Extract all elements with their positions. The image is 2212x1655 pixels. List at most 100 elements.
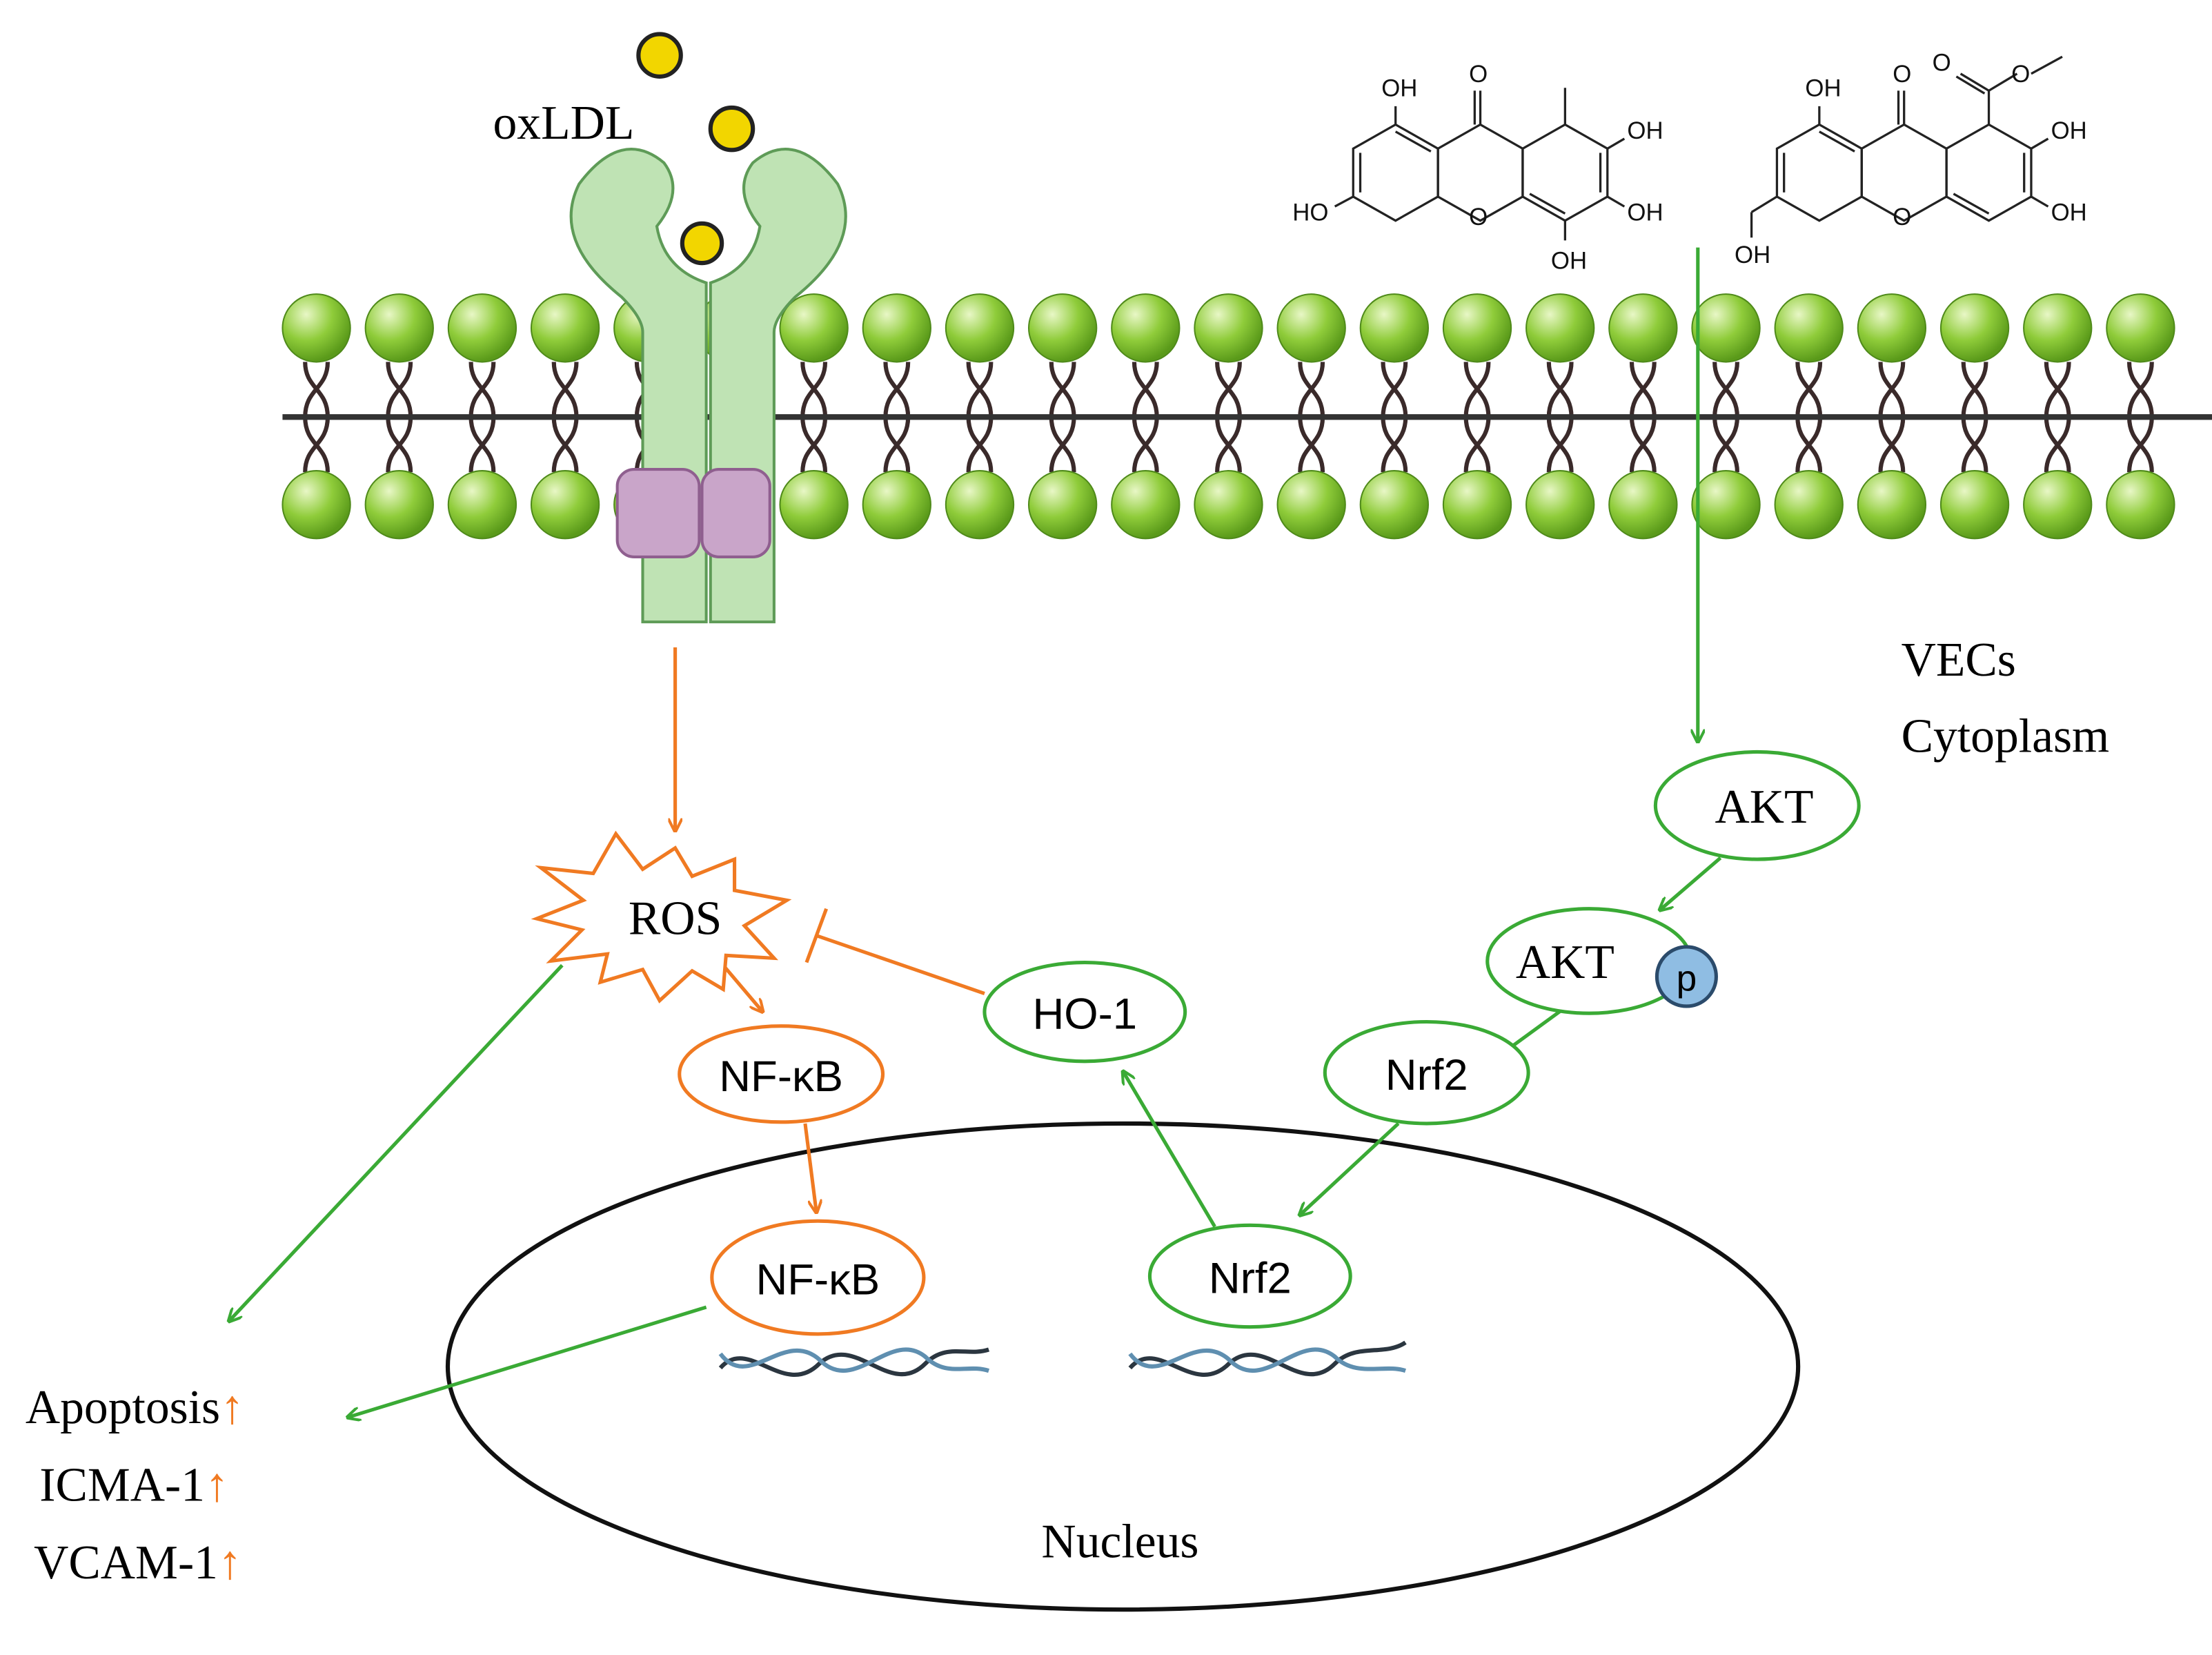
chem-group: OH [1627,199,1663,226]
arrow-akt-to-aktp [1660,856,1722,910]
lipid-head [945,470,1015,540]
up-arrow-icon: ↑ [218,1536,242,1589]
nrf2-nucleus-node [1147,1223,1352,1329]
dna-helix-left [718,1347,990,1377]
akt-label: AKT [1715,781,1814,834]
arrow-ros-to-nfkb [722,963,762,1012]
lipid-head [364,470,434,540]
lipid-head [1691,470,1761,540]
chem-group: HO [1292,199,1328,226]
lipid-head [779,293,849,363]
compound-structure-right [1750,55,2063,238]
up-arrow-icon: ↑ [205,1459,229,1512]
lipid-head [945,293,1015,363]
akt-phospho-label: AKT [1516,936,1614,989]
outcome-label: VCAM-1 [34,1536,218,1589]
lipid-head [862,293,931,363]
outcome-label: Apoptosis [26,1381,220,1434]
chem-group: OH [1381,75,1417,102]
outcome-item: Apoptosis↑ [26,1381,244,1434]
ho1-node [982,960,1187,1064]
lipid-head [2023,293,2093,363]
lipid-head [1939,293,2010,363]
lipid-head [1359,293,1430,363]
phosphate-badge [1655,945,1718,1008]
nucleus [445,1121,1801,1612]
lipid-head [1442,470,1512,540]
chem-group: O [2011,61,2030,88]
nucleus-label: Nucleus [1041,1515,1198,1568]
oxldl-bound-particle [680,221,724,266]
lipid-head [282,470,351,540]
lipid-head [1027,470,1098,540]
lipid-head [1194,470,1263,540]
lipid-head [779,470,849,540]
akt-node [1653,750,1861,861]
lipid-head [530,293,600,363]
channel-subunit-left [615,467,701,558]
chem-group: O [1893,61,1911,88]
lipid-head [1359,470,1430,540]
nfkb-nucleus-label: NF-κB [756,1256,880,1304]
lipid-head [1608,470,1678,540]
lipid-head [1442,293,1512,363]
oxldl-particle [636,32,683,79]
nrf2-nucleus-label: Nrf2 [1209,1255,1292,1303]
chem-group: O [1469,61,1488,88]
chem-group: OH [1735,242,1770,268]
lipid-head [1691,293,1761,363]
outcome-item: VCAM-1↑ [34,1536,242,1589]
lipid-head [1525,293,1595,363]
nrf2-cytoplasm-node [1323,1019,1530,1126]
lipid-head [282,293,351,363]
lipid-head [1525,470,1595,540]
up-arrow-icon: ↑ [220,1381,244,1434]
chem-group: OH [1551,247,1587,274]
dna-helix-right [1128,1340,1407,1377]
lipid-head [1111,470,1181,540]
lipid-head [1774,470,1844,540]
lipid-head [1027,293,1098,363]
cell-membrane [282,293,2212,540]
ros-label: ROS [629,892,722,946]
lipid-head [2023,470,2093,540]
inhibition-ho1-to-ros [816,934,985,995]
lipid-head [1857,470,1927,540]
channel-subunit-right [700,467,771,558]
nfkb-cytoplasm-label: NF-κB [719,1052,843,1101]
arrow-nrf2-to-nucleus [1299,1122,1400,1215]
nfkb-nucleus-node [710,1219,926,1336]
oxldl-particle [708,105,756,153]
compartment-label: Cytoplasm [1902,709,2110,763]
lipid-head [1608,293,1678,363]
lipid-head [862,470,931,540]
pathway-arrows [229,247,1722,1418]
compound-right-labels: OH O O O OH OH OH O [1735,50,2087,268]
lipid-head [1939,470,2010,540]
nrf2-cytoplasm-label: Nrf2 [1385,1051,1468,1099]
oxldl-receptor [569,148,847,624]
phosphate-label: p [1677,958,1697,999]
lipid-head [1194,293,1263,363]
lipid-head [364,293,434,363]
lipid-head [1111,293,1181,363]
arrow-nrf2-to-ho1 [1123,1071,1216,1228]
outcome-list: Apoptosis↑ ICMA-1↑ VCAM-1↑ [26,1381,244,1589]
ho1-label: HO-1 [1032,990,1137,1039]
lipid-head [530,470,600,540]
chem-group: O [1893,204,1911,231]
lipid-head [2106,470,2175,540]
compound-left-labels: OH O OH HO OH O OH [1292,61,1663,274]
chem-group: O [1933,50,1951,77]
lipid-head [1774,293,1844,363]
oxldl-label: oxLDL [493,97,634,150]
ros-burst [531,830,792,1003]
chem-group: OH [2051,199,2087,226]
outcome-item: ICMA-1↑ [39,1459,229,1512]
lipid-head [1276,470,1346,540]
compound-structure-left [1334,88,1626,241]
cell-type-label: VECs [1902,634,2016,687]
outcome-label: ICMA-1 [39,1459,205,1512]
chem-group: OH [2051,117,2087,144]
